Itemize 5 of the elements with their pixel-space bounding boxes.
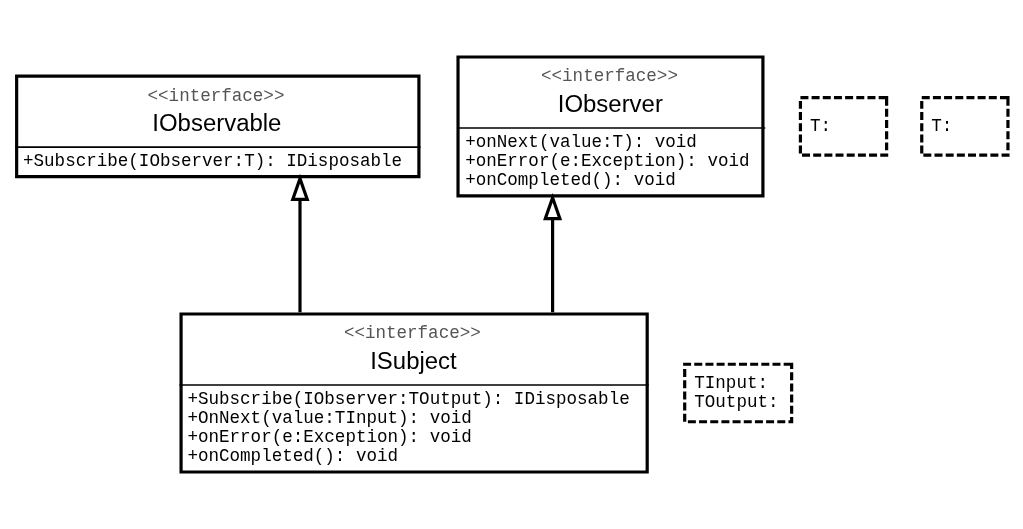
node-box: TInput: TOutput: bbox=[683, 362, 794, 424]
arrow bbox=[543, 193, 563, 313]
node-box: T: bbox=[798, 96, 889, 157]
node-box: T: bbox=[920, 96, 1010, 157]
arrow bbox=[290, 173, 310, 313]
